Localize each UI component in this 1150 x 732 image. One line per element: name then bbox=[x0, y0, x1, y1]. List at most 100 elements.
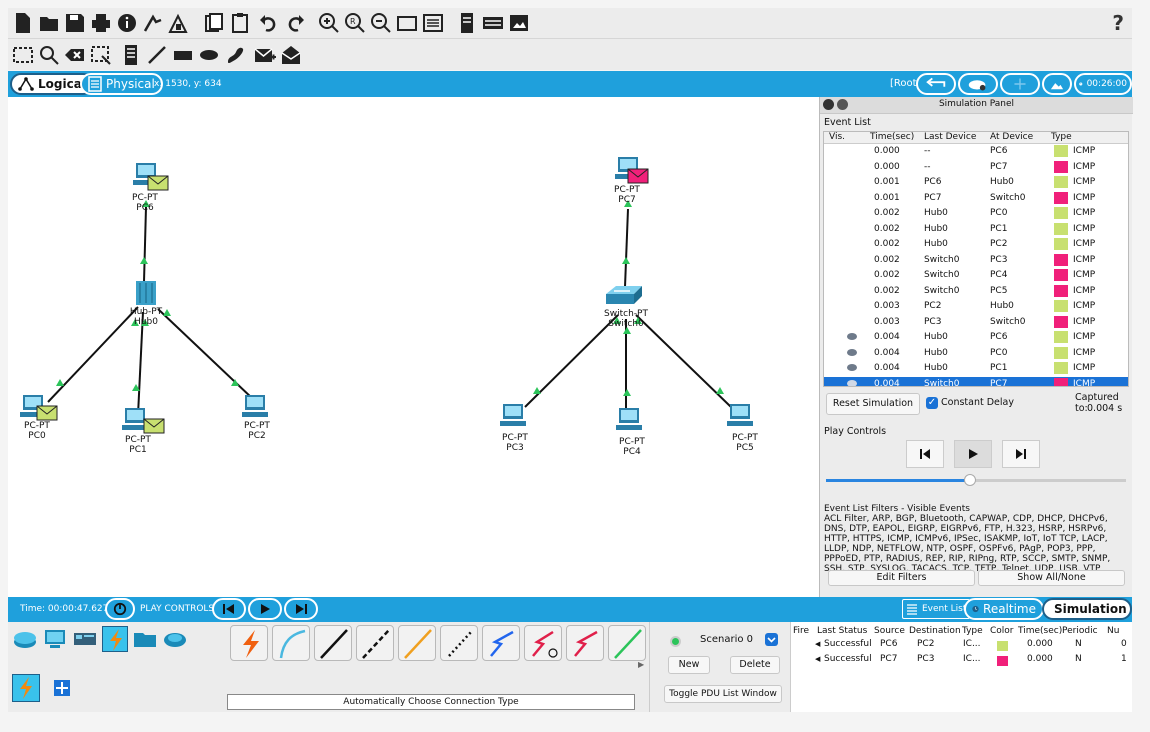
octal-cable-icon[interactable] bbox=[608, 625, 646, 661]
edit-filters-button[interactable]: Edit Filters bbox=[828, 570, 975, 586]
inspect-icon[interactable] bbox=[38, 44, 60, 66]
serial-dce-cable-icon[interactable] bbox=[524, 625, 562, 661]
paste-icon[interactable] bbox=[229, 12, 251, 34]
undo-icon[interactable] bbox=[258, 12, 280, 34]
play-speed-knob[interactable] bbox=[964, 474, 976, 486]
root-label[interactable]: [Root] bbox=[890, 78, 921, 89]
pc-icon[interactable] bbox=[500, 404, 526, 426]
visibility-eye-icon[interactable] bbox=[847, 348, 857, 356]
custom-devices-icon[interactable] bbox=[168, 12, 190, 34]
info-icon[interactable] bbox=[116, 12, 138, 34]
back-step-button[interactable] bbox=[906, 440, 944, 468]
pdu-envelope-icon[interactable] bbox=[147, 175, 169, 191]
bar-forward-button[interactable] bbox=[284, 598, 318, 620]
scroll-right-icon[interactable]: ▶ bbox=[638, 660, 645, 669]
pdu-column-header[interactable]: Type bbox=[962, 626, 983, 636]
zoom-out-icon[interactable] bbox=[370, 12, 392, 34]
copper-straight-through-icon[interactable] bbox=[314, 625, 352, 661]
back-button[interactable] bbox=[916, 73, 956, 95]
pdu-column-header[interactable]: Last Status bbox=[817, 626, 868, 636]
console-cable-icon[interactable] bbox=[272, 625, 310, 661]
pdu-column-header[interactable]: Periodic bbox=[1062, 626, 1098, 636]
col-vis[interactable]: Vis. bbox=[829, 132, 846, 142]
place-note-icon[interactable] bbox=[120, 44, 142, 66]
delete-icon[interactable] bbox=[64, 44, 86, 66]
delete-scenario-button[interactable]: Delete bbox=[730, 656, 780, 674]
select-icon[interactable] bbox=[12, 44, 34, 66]
fiber-cable-icon[interactable] bbox=[398, 625, 436, 661]
pdu-envelope-icon[interactable] bbox=[143, 418, 165, 434]
logical-workspace[interactable]: PC-PT PC6 PC-PT PC7 Hub-PT Hub0 Switch-P… bbox=[8, 97, 819, 597]
redo-icon[interactable] bbox=[284, 12, 306, 34]
visibility-eye-icon[interactable] bbox=[847, 333, 857, 340]
play-speed-slider[interactable] bbox=[826, 479, 1126, 482]
new-cluster-button[interactable] bbox=[958, 73, 998, 95]
show-all-none-button[interactable]: Show All/None bbox=[978, 570, 1125, 586]
add-complex-pdu-icon[interactable] bbox=[280, 44, 302, 66]
copper-cross-over-icon[interactable] bbox=[356, 625, 394, 661]
device-pc0[interactable]: PC-PT PC0 bbox=[22, 421, 52, 441]
end-devices-category-icon[interactable] bbox=[42, 626, 68, 652]
pc-icon[interactable] bbox=[727, 404, 753, 426]
pdu-list-icon[interactable] bbox=[456, 12, 478, 34]
resize-shape-icon[interactable] bbox=[90, 44, 112, 66]
activity-wizard-icon[interactable] bbox=[142, 12, 164, 34]
switch-icon[interactable] bbox=[606, 286, 642, 304]
add-simple-pdu-icon[interactable] bbox=[254, 44, 276, 66]
copy-icon[interactable] bbox=[203, 12, 225, 34]
serial-dte-cable-icon[interactable] bbox=[566, 625, 604, 661]
pdu-fire-indicator-icon[interactable]: ◀ bbox=[815, 640, 821, 648]
set-background-button[interactable] bbox=[1042, 73, 1072, 95]
toggle-pdu-list-button[interactable]: Toggle PDU List Window bbox=[664, 685, 782, 703]
realtime-mode-button[interactable]: Realtime bbox=[964, 598, 1044, 620]
power-cycle-button[interactable] bbox=[105, 598, 135, 620]
connections-category-icon[interactable] bbox=[102, 626, 128, 652]
open-folder-icon[interactable] bbox=[38, 12, 60, 34]
device-pc5[interactable]: PC-PT PC5 bbox=[730, 433, 760, 453]
network-info-icon[interactable] bbox=[482, 12, 504, 34]
pdu-column-header[interactable]: Destination bbox=[909, 626, 961, 636]
col-type[interactable]: Type bbox=[1051, 132, 1072, 142]
zoom-in-icon[interactable] bbox=[318, 12, 340, 34]
pdu-column-header[interactable]: Nu bbox=[1107, 626, 1120, 636]
viewport-time-button[interactable]: 00:26:00 bbox=[1074, 73, 1132, 95]
connections-subtype-icon[interactable] bbox=[12, 674, 40, 702]
pc-icon[interactable] bbox=[133, 163, 159, 185]
logical-tab[interactable]: Logical bbox=[10, 73, 94, 95]
play-button[interactable] bbox=[954, 440, 992, 468]
bar-play-button[interactable] bbox=[248, 598, 282, 620]
auto-connection-icon[interactable] bbox=[230, 625, 268, 661]
pc-icon[interactable] bbox=[616, 408, 642, 430]
reset-simulation-button[interactable]: Reset Simulation bbox=[826, 393, 920, 415]
col-last-device[interactable]: Last Device bbox=[924, 132, 977, 142]
detach-panel-icon[interactable] bbox=[837, 99, 848, 110]
pdu-envelope-icon[interactable] bbox=[36, 405, 58, 421]
pdu-column-header[interactable]: Color bbox=[990, 626, 1014, 636]
constant-delay-checkbox[interactable]: ✓ bbox=[926, 397, 938, 409]
device-pc6[interactable]: PC-PT PC6 bbox=[130, 193, 160, 213]
pdu-envelope-icon[interactable] bbox=[627, 168, 649, 184]
scenario-select-value[interactable]: Scenario 0 bbox=[700, 634, 754, 645]
scenario-info-icon[interactable] bbox=[670, 636, 681, 647]
freeform-icon[interactable] bbox=[224, 44, 246, 66]
pdu-fire-indicator-icon[interactable]: ◀ bbox=[815, 655, 821, 663]
grid-view-icon[interactable] bbox=[52, 678, 72, 698]
device-pc3[interactable]: PC-PT PC3 bbox=[500, 433, 530, 453]
device-pc7[interactable]: PC-PT PC7 bbox=[612, 185, 642, 205]
new-scenario-button[interactable]: New bbox=[668, 656, 710, 674]
drawing-palette-icon[interactable] bbox=[396, 12, 418, 34]
pdu-column-header[interactable]: Time(sec) bbox=[1018, 626, 1063, 636]
bar-back-button[interactable] bbox=[212, 598, 246, 620]
simulation-mode-button[interactable]: Simulation bbox=[1042, 598, 1132, 620]
